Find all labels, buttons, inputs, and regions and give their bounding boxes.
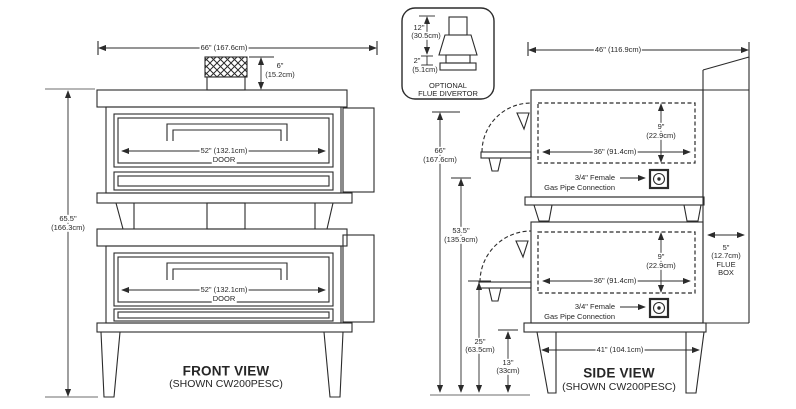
side-lower-gas-label-line1: 3/4" Female [573, 301, 616, 312]
front-flue-height-cm-label: (15.2cm) [264, 69, 296, 80]
front-base-legs [96, 322, 353, 398]
side-upper-gas-label-line1: 3/4" Female [573, 172, 616, 183]
side-upper-chamber-height-cm-label: (22.9cm) [645, 130, 677, 141]
front-upper-door-label: DOOR [211, 154, 237, 165]
flue-box-caption-line2: BOX [717, 267, 735, 278]
divertor-collar-in-label: 2" [412, 55, 422, 66]
side-view-drawing [430, 42, 750, 396]
front-mid-section [96, 192, 353, 230]
side-lower-gas-symbol [648, 297, 670, 319]
front-overall-height-cm-label: (166.3cm) [50, 222, 86, 233]
divertor-height-cm-label: (30.5cm) [410, 30, 442, 41]
side-upper-shelf-height-cm-label: (135.9cm) [443, 234, 479, 245]
front-lower-door-label: DOOR [211, 293, 237, 304]
side-lower-chamber-depth-label: 36" (91.4cm) [592, 275, 638, 286]
divertor-height-in-label: 12" [412, 22, 426, 33]
divertor-collar-cm-label: (5.1cm) [411, 64, 439, 75]
front-upper-side-box [342, 107, 375, 193]
front-view-subtitle: (SHOWN CW200PESC) [168, 378, 284, 391]
front-view-title: FRONT VIEW [181, 363, 271, 379]
front-lower-side-box [342, 234, 375, 323]
flue-divertor-drawing [438, 16, 478, 71]
side-view-subtitle: (SHOWN CW200PESC) [561, 381, 677, 394]
side-upper-open-door [480, 102, 532, 172]
side-upper-gas-label-line2: Gas Pipe Connection [543, 182, 616, 193]
side-flue-box [702, 56, 750, 324]
side-base-height-cm-label: (33cm) [495, 365, 521, 376]
side-lower-chamber-height-cm-label: (22.9cm) [645, 260, 677, 271]
front-flue-height-in-label: 6" [275, 60, 285, 71]
front-flue-stack [204, 56, 248, 91]
front-overall-width-label: 66" (167.6cm) [199, 42, 249, 53]
front-upper-deck [96, 89, 375, 194]
flue-box-caption-line1: FLUE [715, 259, 737, 270]
divertor-caption-line2: FLUE DIVERTOR [417, 88, 479, 99]
front-lower-deck [96, 228, 375, 324]
side-upper-gas-symbol [648, 168, 670, 190]
front-view-drawing [45, 41, 378, 398]
side-view-title: SIDE VIEW [582, 365, 656, 381]
flue-box-width-cm-label: (12.7cm) [710, 250, 742, 261]
front-overall-height-dim [45, 88, 98, 398]
side-upper-deck [480, 89, 705, 222]
side-leg-span-label: 41" (104.1cm) [595, 344, 645, 355]
divertor-caption-line1: OPTIONAL [428, 80, 468, 91]
side-lower-open-door [478, 230, 532, 302]
front-flue-height-dim [249, 56, 274, 90]
front-lower-door-handle [166, 262, 288, 280]
side-upper-chamber-depth-label: 36" (91.4cm) [592, 146, 638, 157]
flue-divertor-inset [401, 7, 495, 100]
side-lower-gas-label-line2: Gas Pipe Connection [543, 311, 616, 322]
front-upper-door-handle [166, 123, 288, 141]
side-overall-height-cm-label: (167.6cm) [422, 154, 458, 165]
side-overall-depth-label: 46" (116.9cm) [593, 44, 643, 55]
flue-box-width-in-label: 5" [721, 242, 731, 253]
side-lower-shelf-height-cm-label: (63.5cm) [464, 344, 496, 355]
